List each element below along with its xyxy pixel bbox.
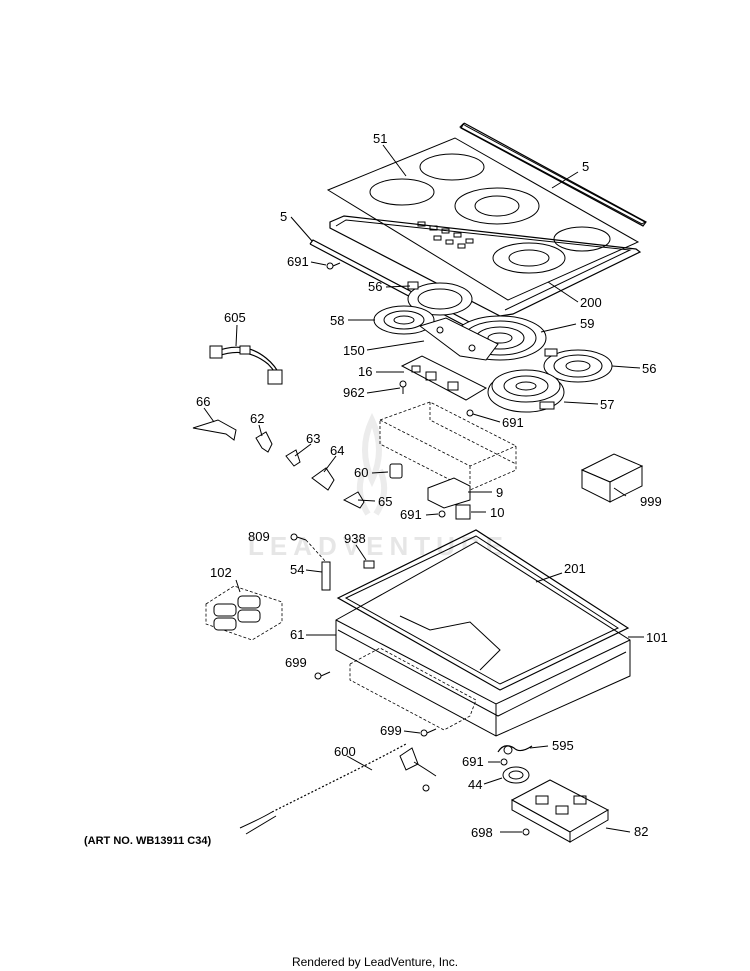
chassis-61[interactable]	[335, 541, 631, 737]
screw-691-mid[interactable]	[466, 409, 474, 417]
callout-691-bottom[interactable]: 691	[462, 754, 484, 769]
callout-691-mid[interactable]: 691	[502, 415, 524, 430]
callout-65[interactable]: 65	[378, 494, 392, 509]
callout-59[interactable]: 59	[580, 316, 594, 331]
callout-201[interactable]: 201	[564, 561, 586, 576]
callout-62[interactable]: 62	[250, 411, 264, 426]
screw-691-bottom[interactable]	[500, 758, 508, 766]
callout-600[interactable]: 600	[334, 744, 356, 759]
callout-200[interactable]: 200	[580, 295, 602, 310]
callout-809[interactable]: 809	[248, 529, 270, 544]
terminal-block-102[interactable]	[205, 585, 283, 641]
callout-56-rear[interactable]: 56	[368, 279, 382, 294]
grommet-44[interactable]	[502, 766, 530, 784]
callout-150[interactable]: 150	[343, 343, 365, 358]
control-board-16[interactable]	[400, 355, 488, 401]
burner-57-front[interactable]	[487, 369, 565, 413]
callout-10[interactable]: 10	[490, 505, 504, 520]
callout-999[interactable]: 999	[640, 494, 662, 509]
callout-9[interactable]: 9	[496, 485, 503, 500]
burner-58[interactable]	[373, 305, 435, 335]
burner-56-rear[interactable]	[407, 281, 473, 316]
callout-16[interactable]: 16	[358, 364, 372, 379]
callout-60[interactable]: 60	[354, 465, 368, 480]
callout-58[interactable]: 58	[330, 313, 344, 328]
callout-699-left[interactable]: 699	[285, 655, 307, 670]
bracket-150[interactable]	[418, 317, 499, 361]
panel-101	[337, 629, 627, 717]
callout-57[interactable]: 57	[600, 397, 614, 412]
standoff-962[interactable]	[399, 380, 407, 394]
bracket-63[interactable]	[285, 449, 301, 467]
callout-101[interactable]: 101	[646, 630, 668, 645]
callout-699-bottom[interactable]: 699	[380, 723, 402, 738]
callout-54[interactable]: 54	[290, 562, 304, 577]
bracket-64[interactable]	[311, 467, 335, 491]
callout-5-left[interactable]: 5	[280, 209, 287, 224]
bracket-65[interactable]	[342, 491, 365, 509]
screw-809[interactable]	[290, 533, 307, 541]
board-82[interactable]	[510, 779, 610, 843]
callout-5-top[interactable]: 5	[582, 159, 589, 174]
callout-51[interactable]: 51	[373, 131, 387, 146]
callout-698[interactable]: 698	[471, 825, 493, 840]
callout-595[interactable]: 595	[552, 738, 574, 753]
switch-9[interactable]	[427, 477, 471, 509]
callout-691-top[interactable]: 691	[287, 254, 309, 269]
art-number: (ART NO. WB13911 C34)	[84, 835, 211, 847]
callout-labels: 51 5 5 691 200 56 605 58 59 150 56 16 57…	[196, 131, 668, 840]
callout-691-lower[interactable]: 691	[400, 507, 422, 522]
gasket-strip-top-5-line	[460, 122, 647, 227]
clip-938[interactable]	[363, 560, 375, 569]
component-10[interactable]	[455, 504, 471, 520]
callout-66[interactable]: 66	[196, 394, 210, 409]
bracket-54[interactable]	[321, 561, 331, 591]
screw-691-lower[interactable]	[438, 510, 446, 518]
callout-63[interactable]: 63	[306, 431, 320, 446]
bracket-66[interactable]	[192, 419, 237, 441]
callout-605[interactable]: 605	[224, 310, 246, 325]
footer-credit: Rendered by LeadVenture, Inc.	[292, 955, 458, 969]
wire-harness-605[interactable]	[209, 345, 283, 385]
bottom-plate-outline	[349, 647, 477, 731]
callout-938[interactable]: 938	[344, 531, 366, 546]
callout-102[interactable]: 102	[210, 565, 232, 580]
burner-56-right[interactable]	[543, 348, 613, 383]
bracket-62[interactable]	[255, 431, 273, 453]
callout-64[interactable]: 64	[330, 443, 344, 458]
screw-699-bottom[interactable]	[420, 728, 437, 737]
callout-56-right[interactable]: 56	[642, 361, 656, 376]
glass-cooktop-51[interactable]	[326, 137, 640, 301]
clamp-595[interactable]	[497, 745, 533, 755]
screw-699-left[interactable]	[314, 671, 331, 680]
screw-691-top[interactable]	[326, 262, 341, 270]
gasket-201[interactable]	[336, 529, 630, 691]
leader-lines	[203, 144, 644, 833]
screw-698[interactable]	[522, 828, 530, 836]
callout-962[interactable]: 962	[343, 385, 365, 400]
power-cord-600[interactable]	[239, 743, 437, 835]
callout-44[interactable]: 44	[468, 777, 482, 792]
callout-61[interactable]: 61	[290, 627, 304, 642]
sensor-60[interactable]	[389, 463, 403, 479]
box-999[interactable]	[580, 453, 644, 503]
callout-82[interactable]: 82	[634, 824, 648, 839]
trim-frame-200[interactable]	[329, 215, 642, 317]
gasket-strip-top-5[interactable]	[459, 123, 646, 225]
